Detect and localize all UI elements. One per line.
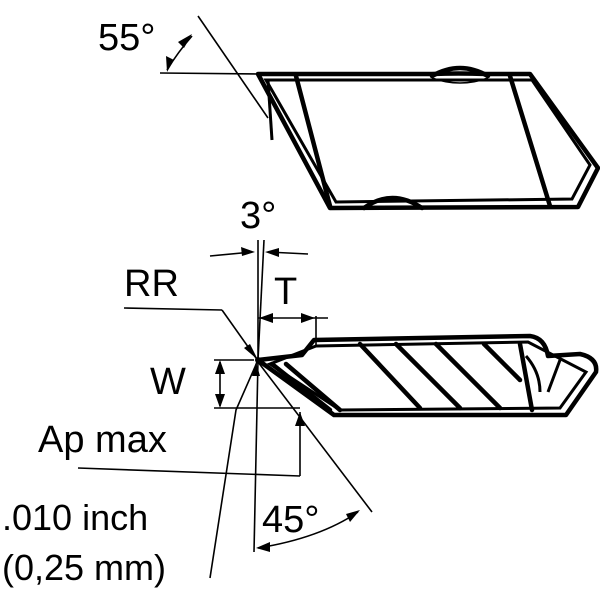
label-ap-max: Ap max bbox=[38, 419, 167, 461]
label-angle-55: 55° bbox=[98, 17, 155, 59]
insert-top-view bbox=[159, 15, 600, 211]
label-t: T bbox=[274, 271, 297, 313]
insert-side-view bbox=[77, 239, 599, 579]
label-inch: .010 inch bbox=[2, 497, 148, 538]
label-mm: (0,25 mm) bbox=[2, 547, 166, 588]
label-angle-45: 45° bbox=[262, 499, 319, 541]
label-w: W bbox=[150, 361, 186, 403]
label-rr: RR bbox=[124, 263, 179, 305]
label-angle-3: 3° bbox=[240, 195, 276, 237]
